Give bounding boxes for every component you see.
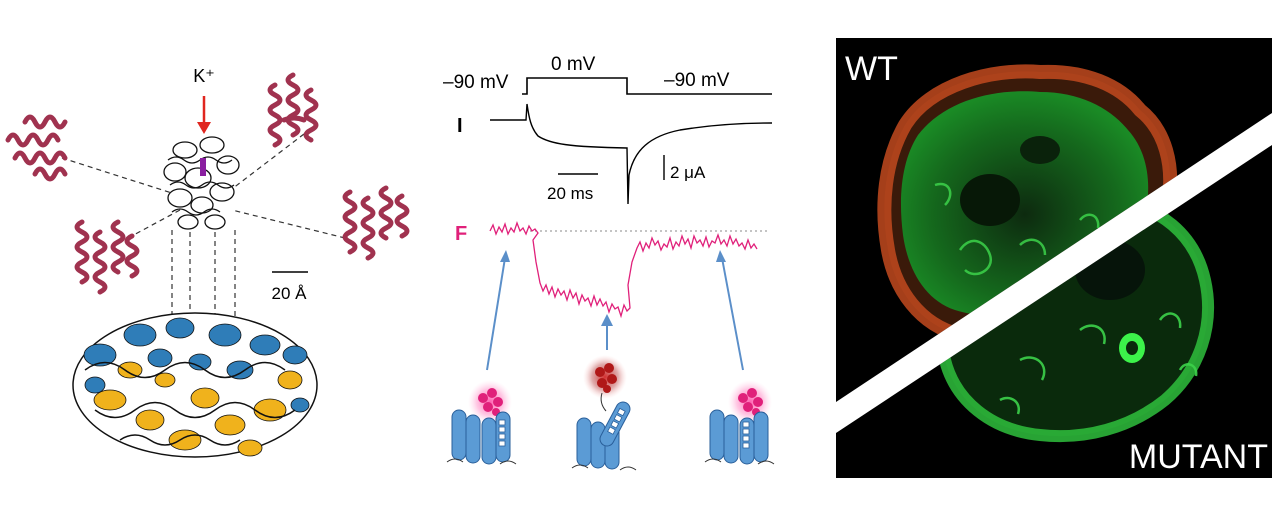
mutant-label: MUTANT (1129, 438, 1268, 476)
state-arrows (486, 250, 744, 371)
auxiliary-subunit-top-right (267, 72, 319, 148)
panel-a-structure: K⁺ 20 Å (5, 66, 410, 458)
channel-cartoon-returned (704, 380, 775, 465)
voltage-protocol-trace (522, 77, 772, 95)
voltage-hold-left: –90 mV (443, 72, 509, 93)
pore-marker (200, 158, 206, 176)
auxiliary-subunit-bottom-left (74, 219, 140, 295)
cytoplasmic-domain (72, 312, 318, 458)
scale-bar-label: 20 Å (272, 284, 308, 303)
fluorescence-trace (489, 221, 758, 319)
auxiliary-subunit-right (342, 185, 410, 261)
diagonal-separator (836, 113, 1272, 433)
dashed-connectors (61, 133, 346, 318)
voltage-step: 0 mV (551, 54, 596, 75)
ion-label: K⁺ (193, 66, 215, 86)
current-scale-label: 2 μA (670, 163, 706, 182)
current-trace (490, 103, 773, 205)
auxiliary-subunit-top-left (5, 114, 68, 182)
current-label: I (457, 115, 463, 137)
time-scale-label: 20 ms (547, 184, 593, 203)
fluorescence-label: F (455, 223, 467, 245)
voltage-hold-right: –90 mV (664, 70, 730, 91)
wt-label: WT (845, 50, 898, 88)
ion-arrow-head (197, 122, 211, 134)
panel-b-voltage-clamp-fluorometry: –90 mV 0 mV –90 mV I 2 μA 20 ms F (443, 54, 775, 471)
panel-c-microscopy: WT MUTANT (836, 38, 1272, 478)
channel-tetramer (163, 136, 240, 230)
channel-cartoon-activated (571, 355, 637, 471)
channel-cartoon-resting (446, 380, 517, 465)
